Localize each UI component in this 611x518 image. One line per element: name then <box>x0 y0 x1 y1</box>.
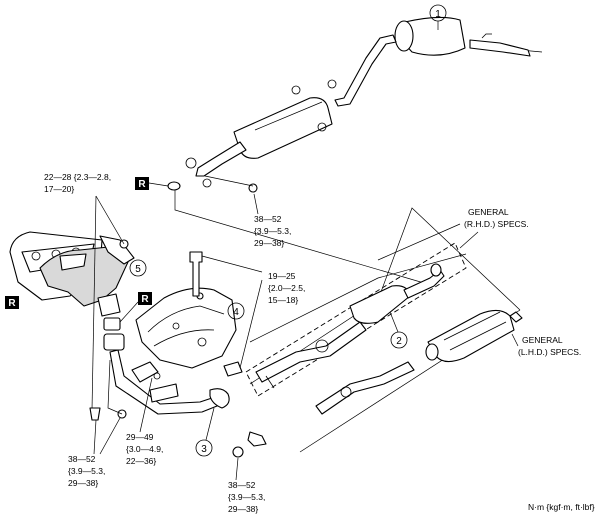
front-pipe-assembly <box>89 333 267 458</box>
front-pipe-joint <box>209 388 230 409</box>
tail-pipe <box>469 39 531 57</box>
callout-2-label: 2 <box>396 336 402 347</box>
torque-6-line-1: 38—52 <box>228 480 256 490</box>
hanger-rubber-3 <box>185 157 197 169</box>
torque-3-line-1: 19—25 <box>268 271 296 281</box>
hanger-rubber-2 <box>327 79 337 89</box>
nut-lower <box>232 446 244 458</box>
torque-label-3: 19—25 {2.0—2.5, 15—18} <box>268 271 305 305</box>
nut-upper <box>248 183 258 193</box>
gasket-upper <box>167 181 181 191</box>
torque-2-line-1: 38—52 <box>254 214 282 224</box>
front-pipe-flange <box>103 333 125 351</box>
torque-label-5: 38—52 {3.9—5.3, 29—38} <box>68 417 121 488</box>
torque-label-6: 38—52 {3.9—5.3, 29—38} <box>228 457 265 514</box>
insulator-bolt <box>189 251 203 297</box>
r-badge-upper-text: R <box>138 179 146 190</box>
callout-2: 2 <box>389 311 408 349</box>
callout-5-label: 5 <box>135 264 141 275</box>
heat-insulator <box>135 287 237 369</box>
lhd-middle-pipe <box>315 309 523 415</box>
callout-3: 3 <box>195 407 215 457</box>
torque-3-line-3: 15—18} <box>268 295 298 305</box>
torque-2-line-2: {3.9—5.3, <box>254 226 291 236</box>
torque-5-line-2: {3.9—5.3, <box>68 466 105 476</box>
lhd-spec-line-1: GENERAL <box>522 335 563 345</box>
r-badge-left-text: R <box>8 298 16 309</box>
torque-4-line-1: 29—49 <box>126 432 154 442</box>
torque-5-line-3: 29—38} <box>68 478 98 488</box>
insulator-bolt-lower <box>223 361 243 377</box>
torque-1-line-1: 22—28 {2.3—2.8, <box>44 172 111 182</box>
rear-hanger-bracket <box>481 33 492 39</box>
torque-2-line-3: 29—38} <box>254 238 284 248</box>
rhd-spec-frame <box>245 242 467 397</box>
rhd-spec-line-2: (R.H.D.) SPECS. <box>464 219 529 229</box>
torque-label-4: 29—49 {3.0—4.9, 22—36} <box>126 377 163 466</box>
hanger-rubber-5 <box>317 122 327 132</box>
callout-3-label: 3 <box>201 444 207 455</box>
rhd-middle-pipe <box>255 263 445 389</box>
hanger-rubber-4 <box>202 178 212 188</box>
r-badge-middle-text: R <box>141 294 149 305</box>
torque-label-2: 38—52 {3.9—5.3, 29—38} <box>253 193 291 248</box>
torque-3-line-2: {2.0—2.5, <box>268 283 305 293</box>
middle-muffler-upper <box>167 97 425 284</box>
callout-5: 5 <box>129 259 147 277</box>
torque-6-line-3: 29—38} <box>228 504 258 514</box>
torque-1-line-2: 17—20} <box>44 184 74 194</box>
middle-inlet-pipe <box>195 141 247 177</box>
units-note: N·m {kgf·m, ft·lbf} <box>528 502 595 512</box>
torque-5-line-1: 38—52 <box>68 454 96 464</box>
rear-muffler-assembly <box>291 16 543 107</box>
callout-1-label: 1 <box>435 9 441 20</box>
spring-bolt <box>247 431 267 447</box>
callout-4: 4 <box>227 302 245 320</box>
callout-1: 1 <box>429 4 447 30</box>
torque-label-1: 22—28 {2.3—2.8, 17—20} <box>44 172 111 194</box>
rear-muffler-end-cap <box>394 20 414 52</box>
r-badge-middle: R <box>119 292 152 323</box>
callout-4-label: 4 <box>233 307 239 318</box>
stud-bolt-left <box>89 407 101 421</box>
lhd-spec-line-2: (L.H.D.) SPECS. <box>518 347 581 357</box>
rear-pipe <box>334 34 397 107</box>
lhd-catalytic-converter <box>427 309 515 363</box>
middle-muffler <box>233 97 333 159</box>
r-badge-upper: R <box>135 177 169 190</box>
lhd-spec-label: GENERAL (L.H.D.) SPECS. <box>511 333 581 357</box>
rhd-middle-muffler <box>349 285 411 324</box>
front-pipe-bracket <box>131 361 159 383</box>
manifold-gasket <box>103 317 121 331</box>
r-badge-left: R <box>5 296 19 309</box>
torque-4-line-2: {3.0—4.9, <box>126 444 163 454</box>
manifold-insulator-upper <box>99 235 135 265</box>
heat-insulator-assembly <box>135 251 263 377</box>
rhd-spec-line-1: GENERAL <box>468 207 509 217</box>
manifold-outlet-flange <box>97 293 121 317</box>
rhd-spec-label: GENERAL (R.H.D.) SPECS. <box>459 207 529 249</box>
exhaust-manifold-assembly <box>9 195 135 411</box>
hanger-rubber-1 <box>291 85 301 95</box>
torque-4-line-3: 22—36} <box>126 456 156 466</box>
torque-6-line-2: {3.9—5.3, <box>228 492 265 502</box>
